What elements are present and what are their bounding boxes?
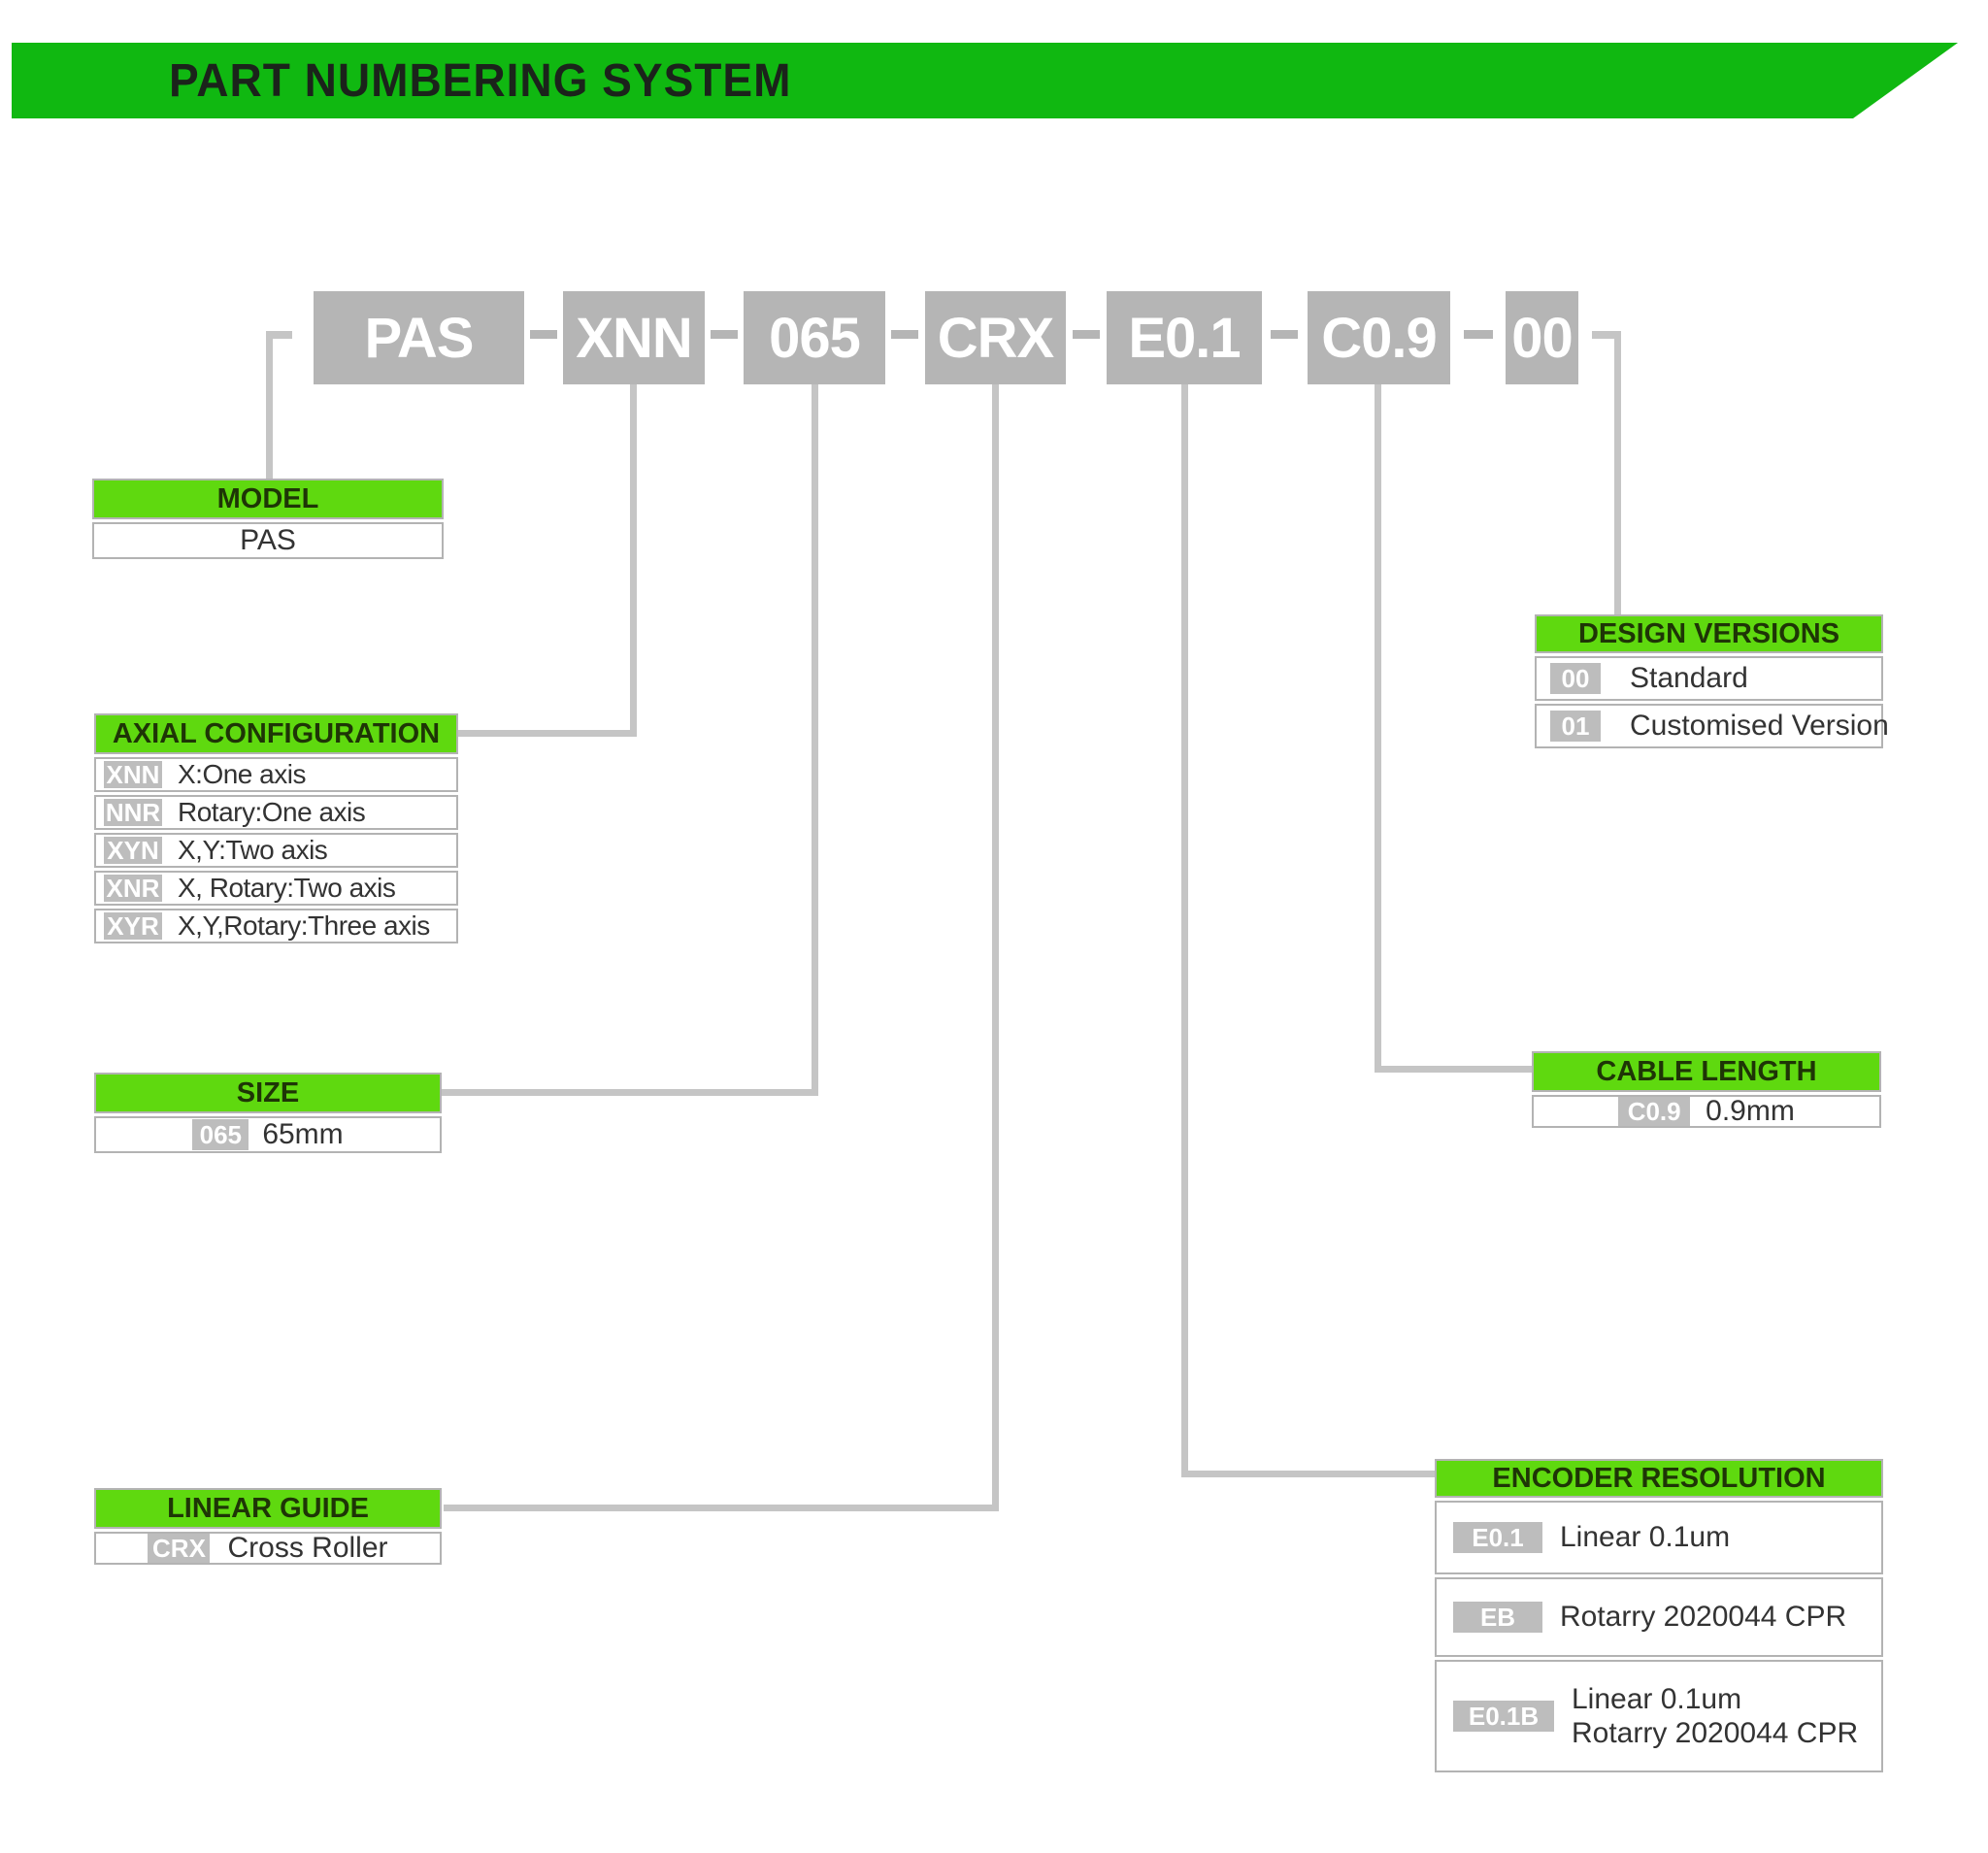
design-version-code-tag: 01 [1550,711,1601,742]
size-row-label: 65mm [262,1118,344,1150]
callout-size: SIZE 065 65mm [94,1073,442,1153]
axial-code-tag: XYN [104,836,162,865]
callout-model-row: PAS [92,522,444,559]
connector-size-vertical [812,384,818,1093]
callout-size-title: SIZE [94,1073,442,1113]
connector-design-stub [1592,331,1617,339]
callout-model: MODEL PAS [92,479,444,559]
connector-axial-horizontal [458,730,637,737]
design-version-row: 01 Customised Version [1535,704,1889,748]
model-value: PAS [240,524,296,556]
separator-dash [1464,330,1493,339]
linear-guide-row: CRX Cross Roller [94,1532,442,1565]
callout-cable-length-title: CABLE LENGTH [1532,1051,1881,1092]
part-segment-axial: XNN [563,291,705,384]
axial-row-label: X,Y,Rotary:Three axis [178,910,430,941]
axial-row-label: X,Y:Two axis [178,835,328,865]
connector-linear-guide-horizontal [444,1505,999,1511]
axial-row: XYR X,Y,Rotary:Three axis [94,909,458,943]
separator-dash [711,330,738,339]
connector-cable-horizontal [1375,1066,1532,1073]
axial-row: XNR X, Rotary:Two axis [94,871,458,906]
axial-code-tag: NNR [104,797,162,827]
size-code-tag: 065 [192,1119,249,1150]
axial-row: XNN X:One axis [94,757,458,792]
callout-cable-length: CABLE LENGTH C0.9 0.9mm [1532,1051,1881,1128]
connector-design-vertical [1614,331,1621,614]
separator-dash [1073,330,1100,339]
callout-encoder-resolution: ENCODER RESOLUTION E0.1 Linear 0.1um EB … [1435,1459,1883,1772]
page-title: PART NUMBERING SYSTEM [169,54,792,107]
connector-encoder-horizontal [1181,1471,1435,1477]
encoder-row-label: Linear 0.1um [1560,1521,1731,1553]
axial-row-label: X:One axis [178,759,306,789]
cable-length-code-tag: C0.9 [1618,1097,1691,1126]
callout-axial-title: AXIAL CONFIGURATION [94,713,458,754]
linear-guide-row-label: Cross Roller [227,1532,388,1564]
callout-linear-guide-title: LINEAR GUIDE [94,1488,442,1529]
axial-code-tag: XNR [104,874,162,903]
encoder-row: E0.1 Linear 0.1um [1435,1501,1883,1574]
connector-cable-vertical [1375,384,1381,1070]
callout-encoder-resolution-title: ENCODER RESOLUTION [1435,1459,1883,1498]
encoder-code-tag: E0.1 [1453,1522,1542,1553]
connector-model-vertical [266,331,273,480]
cable-length-row: C0.9 0.9mm [1532,1095,1881,1128]
axial-row-label: X, Rotary:Two axis [178,873,396,903]
part-segment-model: PAS [314,291,524,384]
encoder-row-label: Rotarry 2020044 CPR [1560,1601,1847,1633]
encoder-code-tag: E0.1B [1453,1701,1554,1732]
connector-size-horizontal [442,1089,818,1096]
callout-model-title: MODEL [92,479,444,519]
callout-design-versions: DESIGN VERSIONS 00 Standard 01 Customise… [1535,614,1889,748]
separator-dash [1271,330,1298,339]
connector-encoder-vertical [1181,384,1188,1473]
part-segment-encoder: E0.1 [1107,291,1262,384]
callout-axial-configuration: AXIAL CONFIGURATION XNN X:One axis NNR R… [94,713,458,943]
callout-design-versions-title: DESIGN VERSIONS [1535,614,1883,653]
axial-code-tag: XNN [104,760,162,789]
axial-row-label: Rotary:One axis [178,797,366,827]
encoder-row: E0.1B Linear 0.1um Rotarry 2020044 CPR [1435,1660,1883,1772]
encoder-row: EB Rotarry 2020044 CPR [1435,1577,1883,1657]
part-segment-size: 065 [744,291,885,384]
axial-row: XYN X,Y:Two axis [94,833,458,868]
part-segment-linear-guide: CRX [925,291,1066,384]
separator-dash [891,330,918,339]
encoder-row-label: Linear 0.1um Rotarry 2020044 CPR [1572,1682,1859,1749]
part-segment-cable: C0.9 [1308,291,1450,384]
banner: PART NUMBERING SYSTEM [12,43,1958,118]
connector-axial-vertical [630,384,637,734]
separator-dash [530,330,557,339]
design-version-code-tag: 00 [1550,663,1601,694]
part-segment-design-version: 00 [1506,291,1578,384]
size-row: 065 65mm [94,1116,442,1153]
connector-linear-guide-vertical [992,384,999,1508]
connector-model-stub [267,331,292,339]
callout-linear-guide: LINEAR GUIDE CRX Cross Roller [94,1488,442,1565]
design-version-row: 00 Standard [1535,656,1883,701]
linear-guide-code-tag: CRX [148,1534,211,1563]
axial-row: NNR Rotary:One axis [94,795,458,830]
design-version-label: Customised Version [1630,710,1889,742]
design-version-label: Standard [1630,662,1748,694]
axial-code-tag: XYR [104,911,162,941]
encoder-code-tag: EB [1453,1602,1542,1633]
cable-length-label: 0.9mm [1706,1095,1795,1127]
